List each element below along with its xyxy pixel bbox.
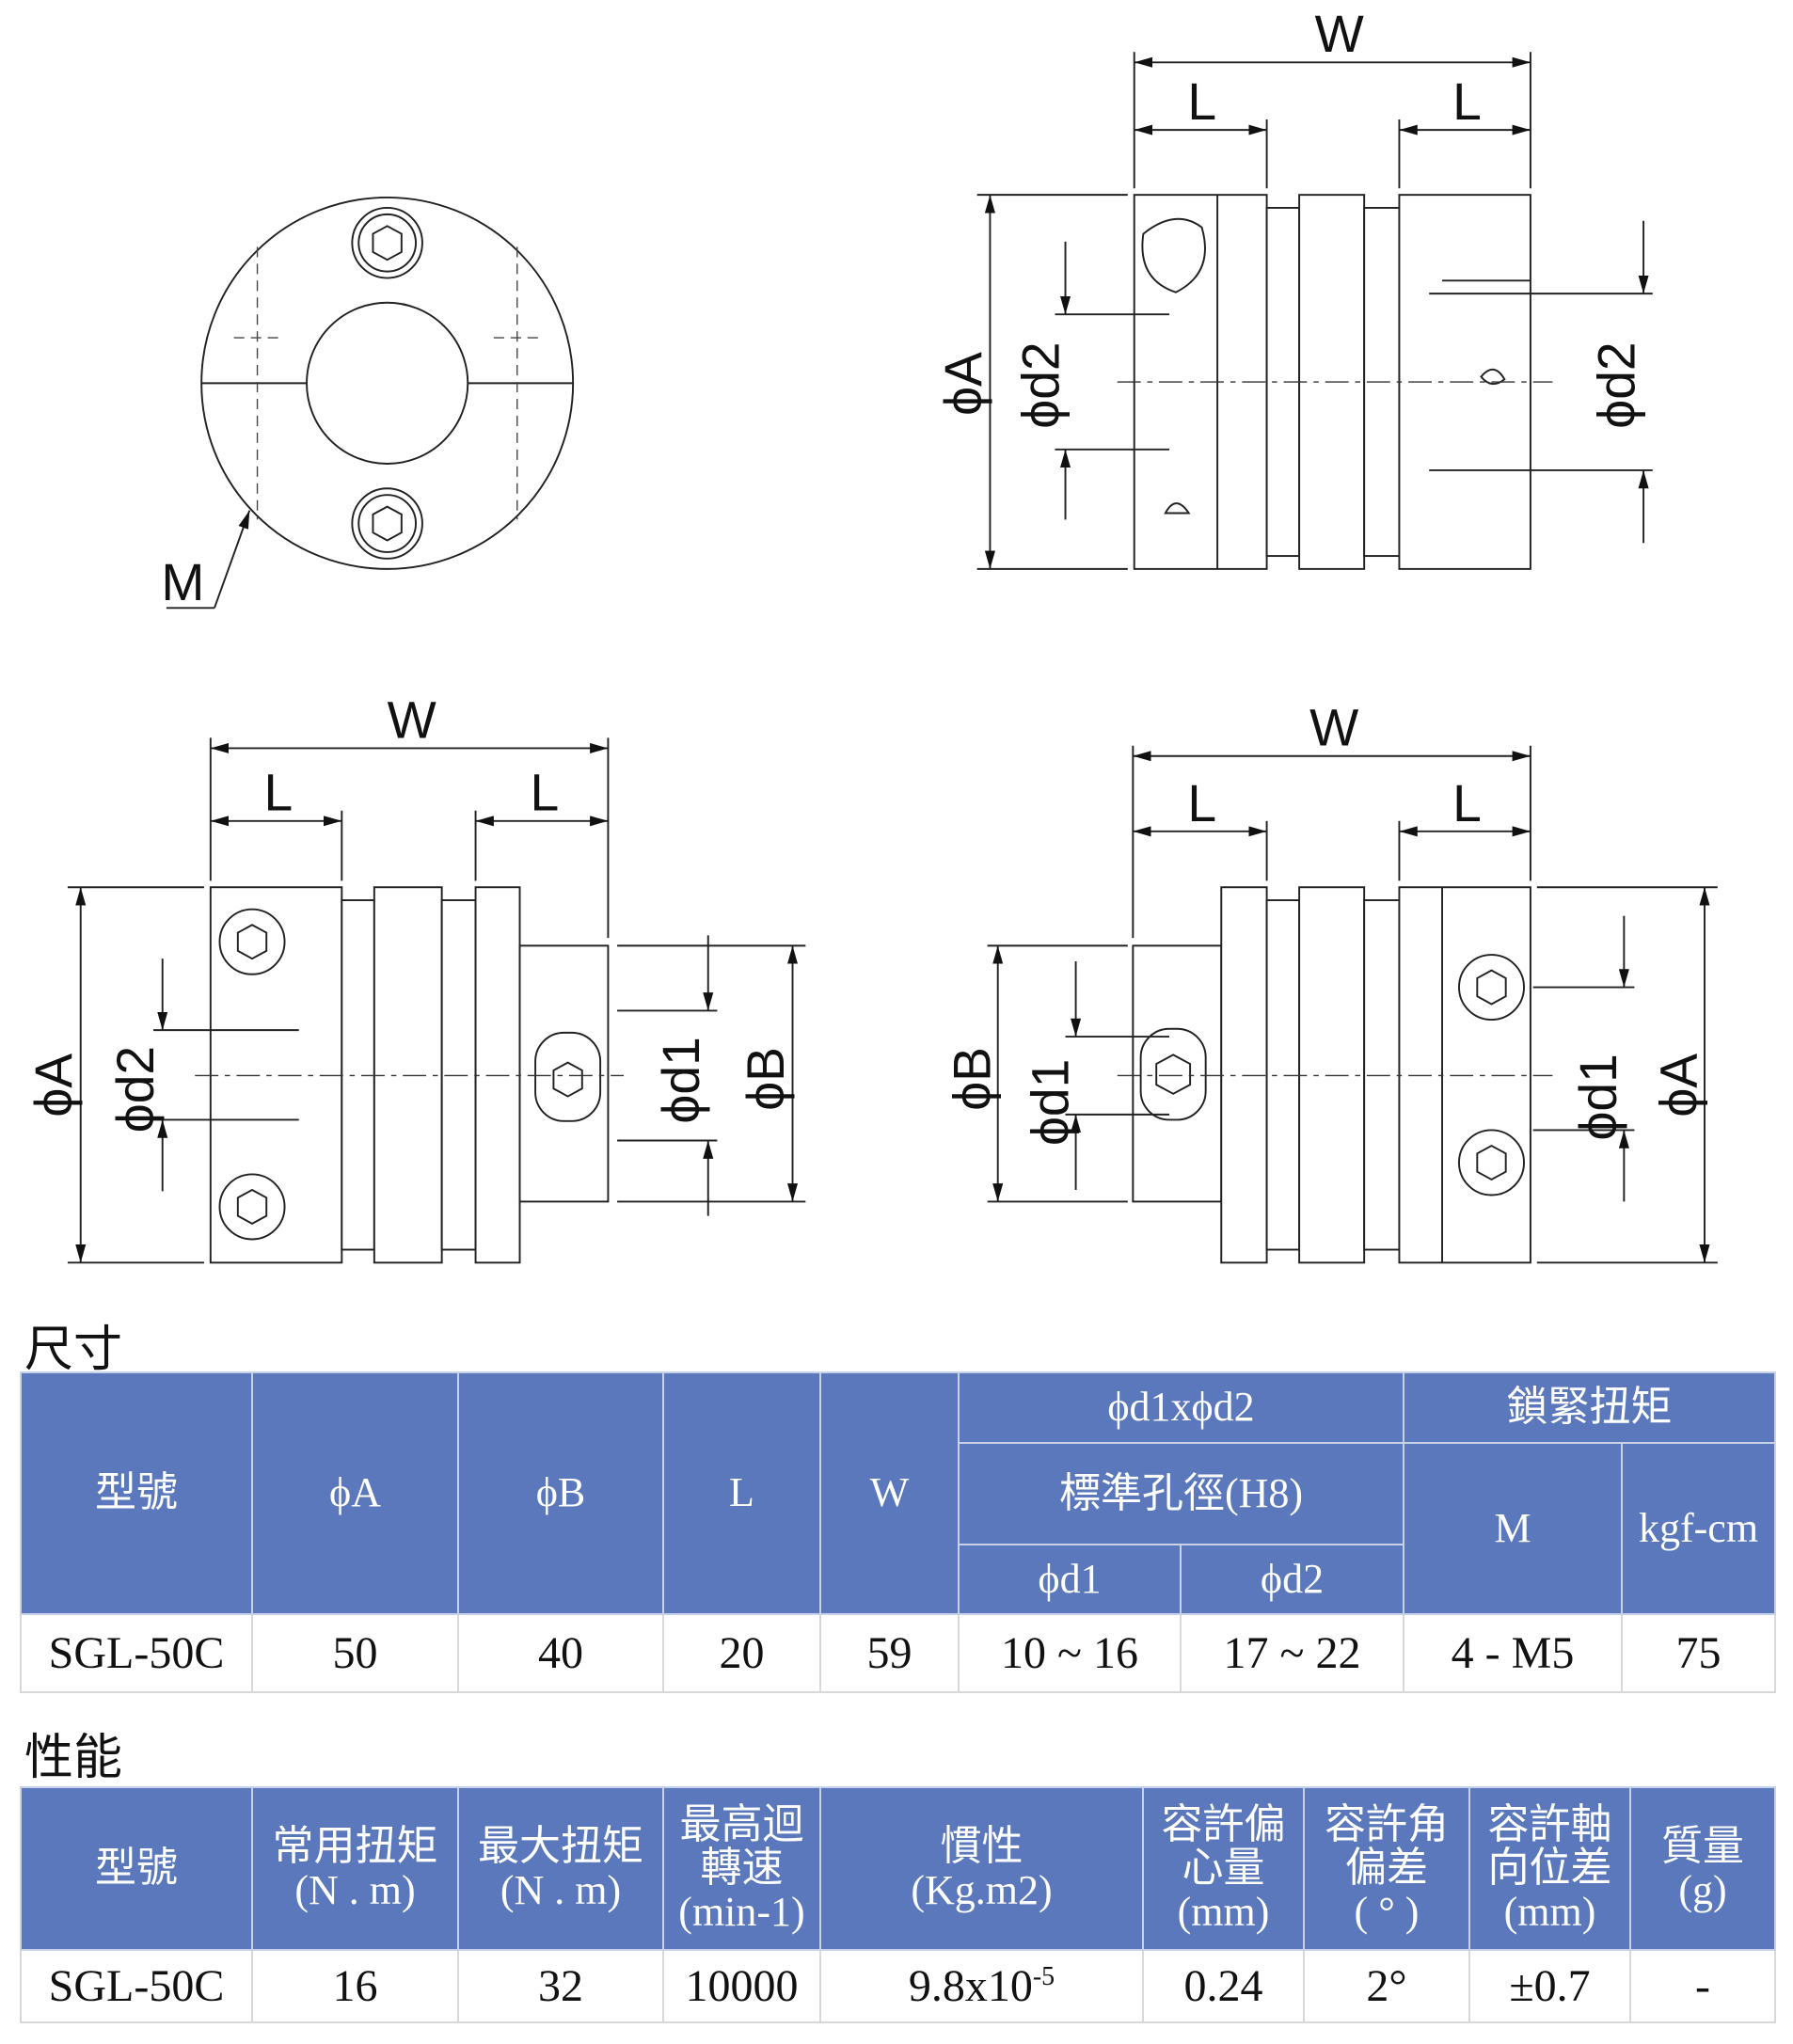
cell-eccentric: 0.24: [1142, 1949, 1305, 2023]
header-inertia: 慣性(Kg.m2): [819, 1786, 1144, 1951]
header-m: M: [1403, 1442, 1624, 1615]
side-view-bottom-right: W L L ϕB ϕd1 ϕd1 ϕA: [943, 699, 1718, 1264]
dimensions-title: 尺寸: [24, 1323, 123, 1377]
header-standard-bore: 標準孔徑(H8): [957, 1442, 1405, 1545]
header-model: 型號: [20, 1371, 253, 1615]
cell-kgf: 75: [1621, 1613, 1777, 1693]
performance-title: 性能: [24, 1732, 123, 1785]
hex-screw-icon: [218, 908, 286, 975]
cell-angular: 2°: [1303, 1949, 1470, 2023]
label-phi-b: ϕB: [943, 1047, 1001, 1111]
header-model: 型號: [20, 1786, 253, 1951]
table-row: SGL-50C 50 40 20 59 10 ~ 16 17 ~ 22 4 - …: [20, 1613, 1777, 1693]
side-view-top: W L L ϕA ϕd2 ϕd2: [934, 5, 1653, 570]
header-bore-group: ϕd1xϕd2: [957, 1371, 1405, 1444]
cell-m: 4 - M5: [1403, 1613, 1624, 1693]
header-phi-b: ϕB: [457, 1371, 664, 1615]
performance-table: 型號 常用扭矩(N . m) 最大扭矩(N . m) 最高迴轉速(min-1) …: [20, 1786, 1776, 2023]
header-eccentric: 容許偏心量(mm): [1142, 1786, 1305, 1951]
header-kgf-cm: kgf-cm: [1621, 1442, 1777, 1615]
label-phi-d1: ϕd1: [652, 1037, 710, 1123]
cell-w: 59: [819, 1613, 960, 1693]
cell-b: 40: [457, 1613, 664, 1693]
header-phi-d1: ϕd1: [958, 1544, 1182, 1615]
header-l: L: [662, 1371, 821, 1615]
header-phi-d2: ϕd2: [1179, 1544, 1405, 1615]
cell-rated-torque: 16: [251, 1949, 459, 2023]
cell-inertia: 9.8x10-5: [819, 1949, 1144, 2023]
header-axial: 容許軸向位差(mm): [1468, 1786, 1631, 1951]
header-lock-torque: 鎖緊扭矩: [1403, 1371, 1777, 1444]
label-phi-b: ϕB: [737, 1047, 795, 1111]
hex-screw-icon: [351, 487, 423, 560]
label-w: W: [1309, 699, 1358, 757]
cell-axial: ±0.7: [1468, 1949, 1631, 2023]
hex-screw-icon: [1458, 954, 1525, 1022]
cell-max-speed: 10000: [662, 1949, 821, 2023]
hex-screw-icon: [218, 1173, 286, 1241]
hex-screw-icon: [1458, 1129, 1525, 1196]
cell-l: 20: [662, 1613, 821, 1693]
cell-d2: 17 ~ 22: [1179, 1613, 1405, 1693]
label-phi-d2: ϕd2: [106, 1046, 165, 1133]
header-angular: 容許角偏差( ° ): [1303, 1786, 1470, 1951]
label-l: L: [531, 764, 560, 822]
header-max-torque: 最大扭矩(N . m): [457, 1786, 664, 1951]
technical-drawing: M W L L ϕA ϕd2 ϕd2: [24, 5, 1718, 1264]
label-phi-a: ϕA: [24, 1054, 83, 1117]
label-phi-a: ϕA: [1650, 1054, 1708, 1117]
label-m: M: [161, 553, 204, 611]
label-w: W: [1315, 5, 1364, 63]
header-max-speed: 最高迴轉速(min-1): [662, 1786, 821, 1951]
label-phi-d1: ϕd1: [1569, 1054, 1627, 1140]
cell-max-torque: 32: [457, 1949, 664, 2023]
cell-mass: -: [1629, 1949, 1776, 2023]
label-l: L: [1187, 774, 1216, 832]
side-view-bottom-left: W L L ϕA ϕd2 ϕd1 ϕB: [24, 690, 806, 1264]
label-phi-a: ϕA: [934, 352, 992, 416]
end-view: M: [161, 196, 575, 611]
dimensions-table: 型號 ϕA ϕB L W ϕd1xϕd2 鎖緊扭矩 標準孔徑(H8) M kgf…: [20, 1371, 1777, 1693]
cell-a: 50: [251, 1613, 459, 1693]
label-l: L: [263, 764, 293, 822]
label-w: W: [388, 690, 436, 749]
header-mass: 質量(g): [1629, 1786, 1776, 1951]
hex-screw-icon: [351, 206, 423, 279]
cell-model: SGL-50C: [20, 1949, 253, 2023]
label-phi-d1: ϕd1: [1021, 1059, 1079, 1146]
header-w: W: [819, 1371, 960, 1615]
label-l: L: [1187, 72, 1216, 131]
label-phi-d2: ϕd2: [1012, 341, 1071, 428]
cell-d1: 10 ~ 16: [958, 1613, 1182, 1693]
header-phi-a: ϕA: [251, 1371, 459, 1615]
table-row: SGL-50C 16 32 10000 9.8x10-5 0.24 2° ±0.…: [20, 1949, 1776, 2023]
label-phi-d2: ϕd2: [1587, 341, 1645, 428]
label-l: L: [1452, 774, 1482, 832]
header-rated-torque: 常用扭矩(N . m): [251, 1786, 459, 1951]
label-l: L: [1452, 72, 1482, 131]
cell-model: SGL-50C: [20, 1613, 253, 1693]
